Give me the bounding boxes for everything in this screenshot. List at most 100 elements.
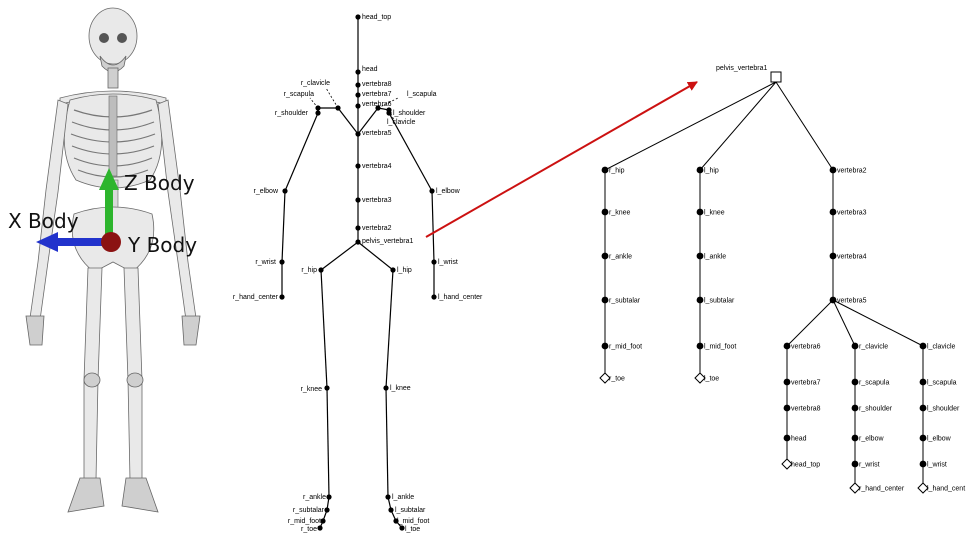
left-hand-icon [181, 315, 201, 346]
tree-node-r-hand-center [849, 482, 861, 494]
tree-node-l-toe [694, 372, 706, 384]
joint-node-r-wrist [279, 259, 285, 265]
tree-label-vertebra6: vertebra6 [791, 344, 821, 351]
joint-node-head-top [355, 14, 361, 20]
stick-figure-diagram: head_topheadvertebra8vertebra7vertebra6v… [233, 14, 483, 533]
tree-label-l-shoulder: l_shoulder [927, 406, 960, 413]
joint-label-vertebra4: vertebra4 [362, 163, 392, 170]
joint-node-l-hip [390, 267, 396, 273]
tree-edge-vertebra5 [786, 299, 834, 347]
joint-label-l-knee: l_knee [390, 385, 411, 392]
tree-label-l-mid-foot: l_mid_foot [704, 344, 736, 351]
joint-label-r-elbow: r_elbow [253, 188, 278, 195]
joint-node-r-shoulder [315, 110, 321, 116]
joint-label-l-elbow: l_elbow [436, 188, 461, 195]
right-hand-icon [25, 315, 45, 346]
bone-link [357, 107, 379, 135]
joint-label-l-hip: l_hip [397, 267, 412, 274]
bone-link [388, 112, 433, 192]
tree-label-l-knee: l_knee [704, 210, 725, 217]
tree-label-r-mid-foot: r_mid_foot [609, 344, 642, 351]
tree-label-vertebra2: vertebra2 [837, 168, 867, 175]
z-axis-arrow-icon [99, 168, 119, 236]
bone-link [431, 190, 435, 263]
bone-link [337, 107, 359, 135]
kinematic-tree-diagram: pelvis_vertebra1r_hipr_kneer_ankler_subt… [599, 65, 965, 494]
joint-label-vertebra2: vertebra2 [362, 225, 392, 232]
tree-label-vertebra3: vertebra3 [837, 210, 867, 217]
joint-label-vertebra6: vertebra6 [362, 101, 392, 108]
joint-node-r-knee [324, 385, 330, 391]
bone-link [320, 269, 328, 389]
tree-label-vertebra4: vertebra4 [837, 254, 867, 261]
joint-label-l-subtalar: l_subtalar [395, 507, 426, 514]
joint-label-l-shoulder: l_shoulder [393, 110, 426, 117]
joint-label-vertebra3: vertebra3 [362, 197, 392, 204]
tree-label-r-hip: r_hip [609, 168, 625, 175]
tree-label-r-clavicle: r_clavicle [859, 344, 888, 351]
joint-label-vertebra5: vertebra5 [362, 130, 392, 137]
x-axis-arrow-icon [36, 232, 110, 252]
tree-node-head-top [781, 458, 793, 470]
joint-node-r-elbow [282, 188, 288, 194]
y-axis-dot-icon [101, 232, 121, 252]
tree-label-vertebra8: vertebra8 [791, 406, 821, 413]
tree-label-r-toe: r_toe [609, 376, 625, 383]
joint-node-r-subtalar [324, 507, 330, 513]
tree-label-r-knee: r_knee [609, 210, 631, 217]
skeleton-illustration [25, 7, 201, 513]
joint-label-l-wrist: l_wrist [438, 259, 458, 266]
joint-node-head [355, 69, 361, 75]
tree-edge-root [604, 81, 777, 171]
left-foot-icon [121, 477, 159, 513]
tree-label-r-hand-center: r_hand_center [859, 486, 905, 493]
joint-node-l-subtalar [388, 507, 394, 513]
joint-node-pelvis-vertebra1 [355, 239, 361, 245]
joint-node-vertebra7 [355, 92, 361, 98]
joint-node-l-ankle [385, 494, 391, 500]
tree-label-l-elbow: l_elbow [927, 436, 952, 443]
joint-node-l-toe [399, 525, 405, 531]
bone-link [326, 387, 330, 498]
joint-node-r-mid-foot [320, 518, 326, 524]
tree-root-node [770, 71, 782, 83]
joint-label-l-ankle: l_ankle [392, 494, 414, 501]
joint-node-l-shoulder [386, 110, 392, 116]
joint-label-l-scapula: l_scapula [407, 91, 437, 98]
label-leader-line [309, 97, 319, 109]
tree-label-r-subtalar: r_subtalar [609, 298, 641, 305]
tree-label-l-scapula: l_scapula [927, 380, 957, 387]
tree-label-l-hip: l_hip [704, 168, 719, 175]
joint-label-r-wrist: r_wrist [255, 259, 276, 266]
joint-node-l-hand-center [431, 294, 437, 300]
joint-label-r-subtalar: r_subtalar [293, 507, 325, 514]
joint-label-r-toe: r_toe [301, 526, 317, 533]
tree-edge-vertebra5 [832, 299, 856, 347]
joint-node-l-mid-foot [393, 518, 399, 524]
right-foot-icon [67, 477, 105, 513]
bone-link [284, 112, 319, 192]
tree-label-l-clavicle: l_clavicle [927, 344, 956, 351]
joint-node-vertebra8 [355, 82, 361, 88]
eye-socket-icon [99, 33, 109, 43]
joint-label-r-hand-center: r_hand_center [233, 294, 279, 301]
joint-node-vertebra3 [355, 197, 361, 203]
skull-icon [88, 7, 138, 65]
right-knee-icon [83, 372, 101, 388]
joint-label-r-clavicle: r_clavicle [301, 80, 330, 87]
left-knee-icon [126, 372, 144, 388]
tree-label-l-toe: l_toe [704, 376, 719, 383]
joint-label-r-scapula: r_scapula [284, 91, 314, 98]
tree-label-vertebra7: vertebra7 [791, 380, 821, 387]
joint-label-r-knee: r_knee [301, 386, 323, 393]
joint-node-vertebra6 [355, 103, 361, 109]
tree-root-label: pelvis_vertebra1 [716, 65, 767, 72]
joint-node-l-wrist [431, 259, 437, 265]
tree-node-r-toe [599, 372, 611, 384]
eye-socket-icon [117, 33, 127, 43]
joint-label-l-toe: l_toe [405, 526, 420, 533]
label-leader-line [325, 87, 339, 109]
tree-label-r-scapula: r_scapula [859, 380, 889, 387]
bone-link [320, 241, 359, 271]
z-axis-label: Z Body [124, 171, 195, 195]
